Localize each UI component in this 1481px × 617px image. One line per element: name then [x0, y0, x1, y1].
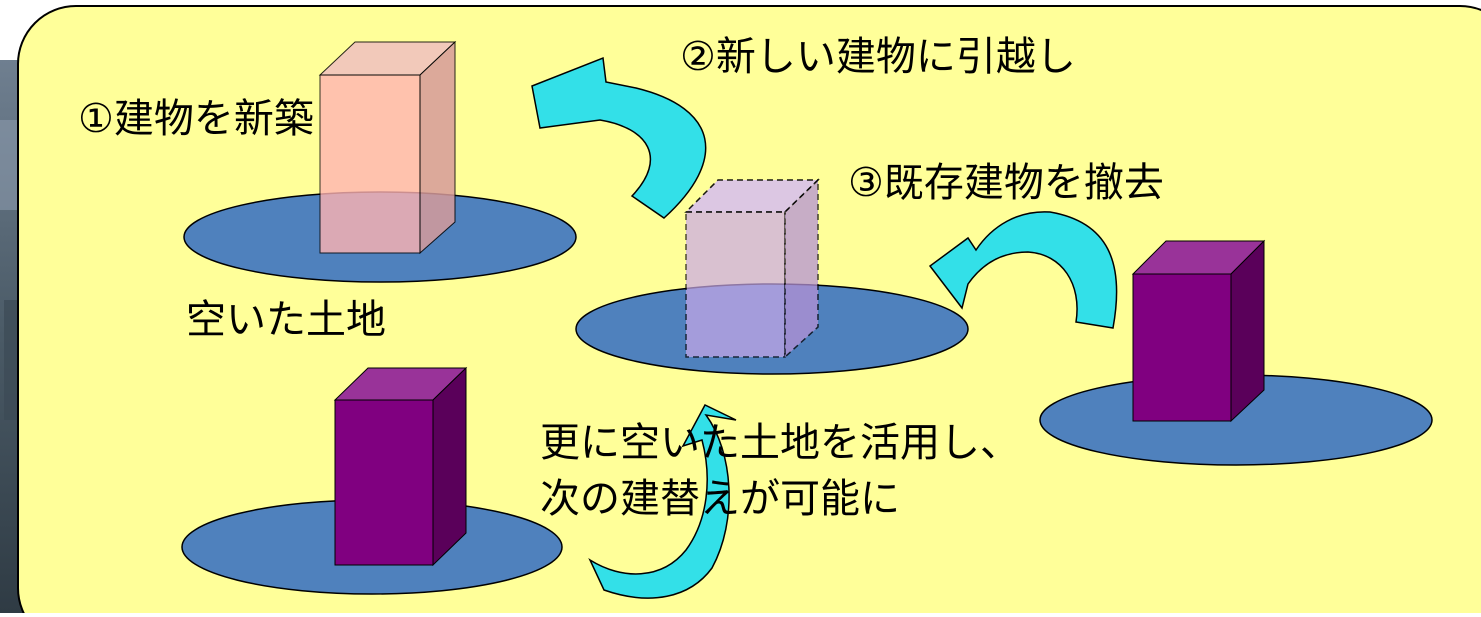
demolished-building-front [685, 211, 786, 358]
move-arrow [531, 56, 707, 219]
new-building-front [319, 74, 421, 254]
empty-land-label: 空いた土地 [186, 297, 386, 343]
result-label-line2: 次の建替えが可能に [540, 476, 900, 522]
existing-building-bottom-side [432, 366, 467, 567]
existing-building-right-front [1132, 273, 1232, 422]
demolish-arrow [928, 211, 1118, 329]
new-building-side [419, 40, 456, 255]
step2-label: ②新しい建物に引越し [680, 34, 1076, 80]
result-label-line1: 更に空いた土地を活用し、 [540, 420, 1020, 466]
reuse-arrow [588, 404, 737, 599]
step3-label: ③既存建物を撤去 [848, 160, 1164, 206]
existing-building-right-side [1230, 239, 1265, 423]
demolished-building-side [784, 178, 819, 359]
existing-building-bottom-front [334, 399, 434, 566]
step1-label: ①建物を新築 [78, 96, 314, 142]
background-photo-detail [0, 120, 22, 210]
